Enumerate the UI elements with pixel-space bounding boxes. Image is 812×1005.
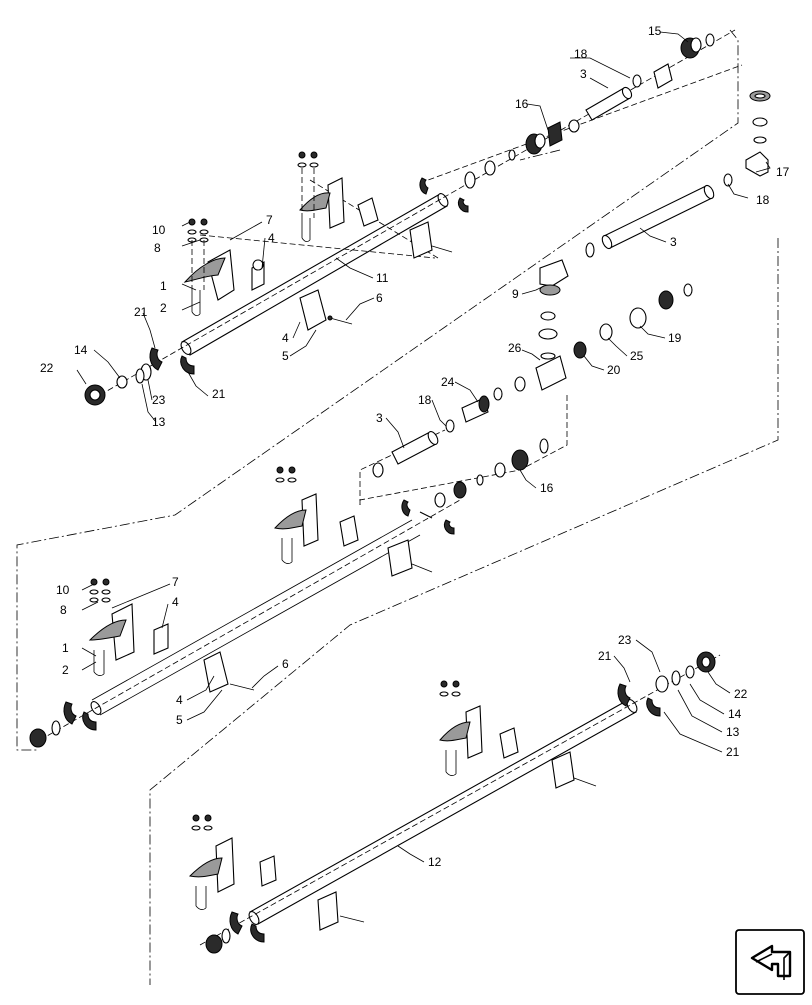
callout-c4c: 4: [172, 595, 179, 609]
tube-12: [248, 699, 638, 925]
end-fittings-lower-right: [617, 651, 716, 717]
callout-c7a: 7: [266, 213, 273, 227]
callout-c3b: 3: [670, 235, 677, 249]
elbow-17-stack: [723, 90, 771, 187]
callout-c18a: 18: [574, 47, 588, 61]
callout-c10b: 10: [56, 583, 70, 597]
tube-assembly-lower: [188, 651, 721, 954]
callout-c2a: 2: [160, 301, 167, 315]
callout-c14b: 14: [728, 707, 742, 721]
callout-labels: 1518316171831078411126452114222313219192…: [40, 24, 790, 869]
tube-11: [180, 193, 449, 356]
callout-c4d: 4: [176, 693, 183, 707]
bracket-assembly-left: [183, 218, 235, 316]
callout-c1b: 1: [62, 641, 69, 655]
callout-c13b: 13: [726, 725, 740, 739]
bracket-lower-right: [439, 680, 597, 789]
callout-c4a: 4: [268, 231, 275, 245]
fittings-middle-right: [372, 259, 693, 535]
callout-c22b: 22: [734, 687, 748, 701]
callout-c14a: 14: [74, 343, 88, 357]
callout-c23a: 23: [152, 393, 166, 407]
callout-c24: 24: [441, 375, 455, 389]
bracket-middle-right: [274, 466, 433, 577]
callout-c9: 9: [512, 287, 519, 301]
callout-c15a: 15: [648, 24, 662, 38]
callout-c21a: 21: [134, 305, 148, 319]
callout-c20: 20: [607, 363, 621, 377]
callout-c10a: 10: [152, 223, 166, 237]
tube-assembly-upper: [84, 29, 771, 535]
leader-lines: [76, 31, 771, 863]
callout-c16b: 16: [540, 481, 554, 495]
callout-c3c: 3: [376, 411, 383, 425]
callout-c12: 12: [428, 855, 442, 869]
bracket-middle-left: [88, 578, 255, 693]
callout-c21d: 21: [726, 745, 740, 759]
tube-3-long: [585, 184, 715, 258]
fittings-upper-right: [419, 33, 715, 213]
callout-c13a: 13: [152, 415, 166, 429]
bracket-5-upper: [299, 289, 353, 331]
end-fittings-lower-left: [205, 911, 265, 954]
callout-c6b: 6: [282, 657, 289, 671]
callout-c25: 25: [630, 349, 644, 363]
callout-c8a: 8: [154, 241, 161, 255]
callout-c21b: 21: [212, 387, 226, 401]
callout-c5b: 5: [176, 713, 183, 727]
callout-c8b: 8: [60, 603, 67, 617]
bent-arrow-icon[interactable]: [735, 929, 805, 995]
callout-c6a: 6: [376, 291, 383, 305]
callout-c11: 11: [376, 271, 389, 285]
callout-c19: 19: [668, 331, 682, 345]
callout-c18b: 18: [756, 193, 770, 207]
end-fittings-upper-left: [84, 347, 195, 406]
callout-c23b: 23: [618, 633, 632, 647]
callout-c4b: 4: [282, 331, 289, 345]
callout-c26: 26: [508, 341, 522, 355]
callout-c16a: 16: [515, 97, 529, 111]
tube-assembly-middle: [29, 466, 461, 748]
clamp-4-upper: [251, 259, 265, 291]
callout-c2b: 2: [62, 663, 69, 677]
tube-middle: [90, 519, 421, 716]
callout-c22a: 22: [40, 361, 54, 375]
callout-c3a: 3: [580, 67, 587, 81]
bracket-lower-left: [188, 814, 365, 931]
end-fittings-middle-left: [29, 701, 97, 748]
bracket-assembly-right: [297, 151, 453, 259]
callout-c17: 17: [776, 165, 790, 179]
callout-c18c: 18: [418, 393, 432, 407]
callout-c1a: 1: [160, 279, 167, 293]
callout-c21c: 21: [598, 649, 612, 663]
callout-c5a: 5: [282, 349, 289, 363]
callout-c7b: 7: [172, 575, 179, 589]
